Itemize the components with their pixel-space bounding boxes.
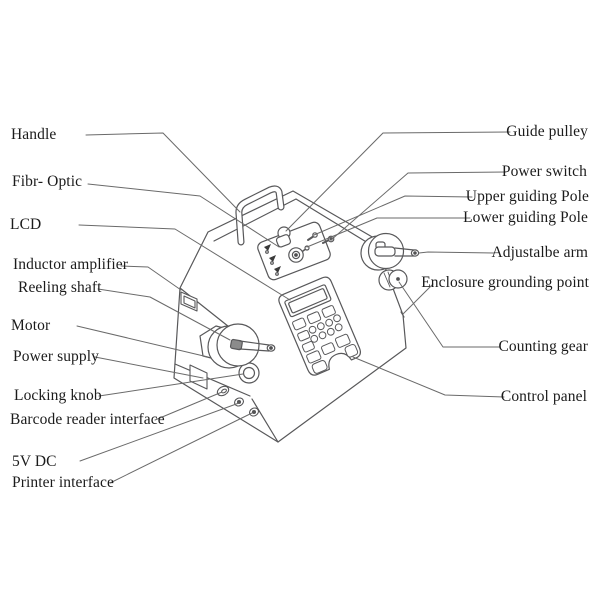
- keypad-keys: [292, 305, 359, 374]
- label-lower-pole: Lower guiding Pole: [463, 209, 588, 226]
- guide-pulley-mount: [275, 234, 292, 248]
- label-handle: Handle: [11, 126, 57, 143]
- leader-lines: [76, 131, 511, 484]
- locking-knob-inner: [242, 366, 256, 380]
- printer-port-pin: [251, 409, 257, 415]
- label-power-switch: Power switch: [501, 163, 587, 180]
- label-fibr-optic: Fibr- Optic: [12, 173, 83, 190]
- label-locking-knob: Locking knob: [14, 387, 102, 404]
- leader-motor: [76, 325, 209, 358]
- arm-shaft: [394, 247, 415, 257]
- leader-grounding-point: [402, 283, 434, 315]
- leader-upper-pole: [313, 195, 473, 236]
- label-barcode-interface: Barcode reader interface: [10, 411, 165, 428]
- leader-counting-gear: [398, 281, 500, 348]
- plate-hole-1: [265, 250, 269, 254]
- label-inductor-amplifier: Inductor amplifier: [13, 256, 128, 273]
- plate-hole-2: [270, 261, 274, 265]
- label-motor: Motor: [11, 317, 51, 334]
- label-guide-pulley: Guide pulley: [506, 123, 588, 140]
- leader-fibr-optic: [87, 183, 280, 248]
- control-panel: [278, 276, 361, 376]
- leader-lower-pole: [306, 217, 471, 248]
- mechanism-plate: [257, 221, 335, 281]
- plate-hole-3: [275, 272, 279, 276]
- lcd-display: [288, 288, 328, 314]
- adjustable-arm-assembly: [360, 232, 420, 318]
- plate-arrow-marks: [264, 244, 281, 273]
- grounding-point-mark: [400, 311, 405, 318]
- leader-barcode: [154, 391, 223, 421]
- arm-handle: [374, 246, 396, 257]
- reeling-assembly: [199, 323, 276, 384]
- label-counting-gear: Counting gear: [498, 338, 588, 355]
- leader-adjustable-arm: [418, 251, 495, 254]
- counting-gear-dot: [396, 277, 400, 281]
- counting-gear-assembly: [378, 269, 408, 291]
- front-strip-edge: [174, 363, 251, 397]
- label-lcd: LCD: [10, 216, 42, 233]
- leader-guide-pulley: [285, 131, 511, 232]
- inductor-amplifier-slot: [180, 291, 198, 312]
- label-upper-pole: Upper guiding Pole: [465, 188, 589, 205]
- leader-printer: [109, 412, 253, 484]
- leader-power-switch: [330, 171, 507, 241]
- leader-locking-knob: [98, 373, 244, 397]
- leader-reeling-shaft: [97, 288, 231, 341]
- label-5v-dc: 5V DC: [12, 453, 57, 470]
- label-printer-interface: Printer interface: [12, 474, 114, 491]
- arm-shaft-dot: [413, 251, 417, 255]
- leader-inductor-amplifier: [120, 265, 182, 291]
- label-adjustable-arm: Adjustalbe arm: [491, 244, 588, 261]
- reeling-shaft-cylinder: [239, 340, 270, 352]
- label-grounding-point: Enclosure grounding point: [421, 274, 589, 291]
- shaft-hub: [229, 338, 243, 351]
- leader-handle: [85, 132, 241, 213]
- leader-5vdc: [79, 402, 240, 462]
- shaft-end-dot: [269, 346, 273, 350]
- leader-control-panel: [352, 356, 505, 398]
- label-reeling-shaft: Reeling shaft: [18, 279, 102, 296]
- leader-lcd: [78, 224, 291, 301]
- label-control-panel: Control panel: [500, 388, 587, 405]
- guide-pulley-dot: [294, 253, 298, 257]
- face-divide-lower: [251, 398, 279, 443]
- leader-power-supply: [94, 356, 204, 379]
- label-power-supply: Power supply: [13, 348, 100, 365]
